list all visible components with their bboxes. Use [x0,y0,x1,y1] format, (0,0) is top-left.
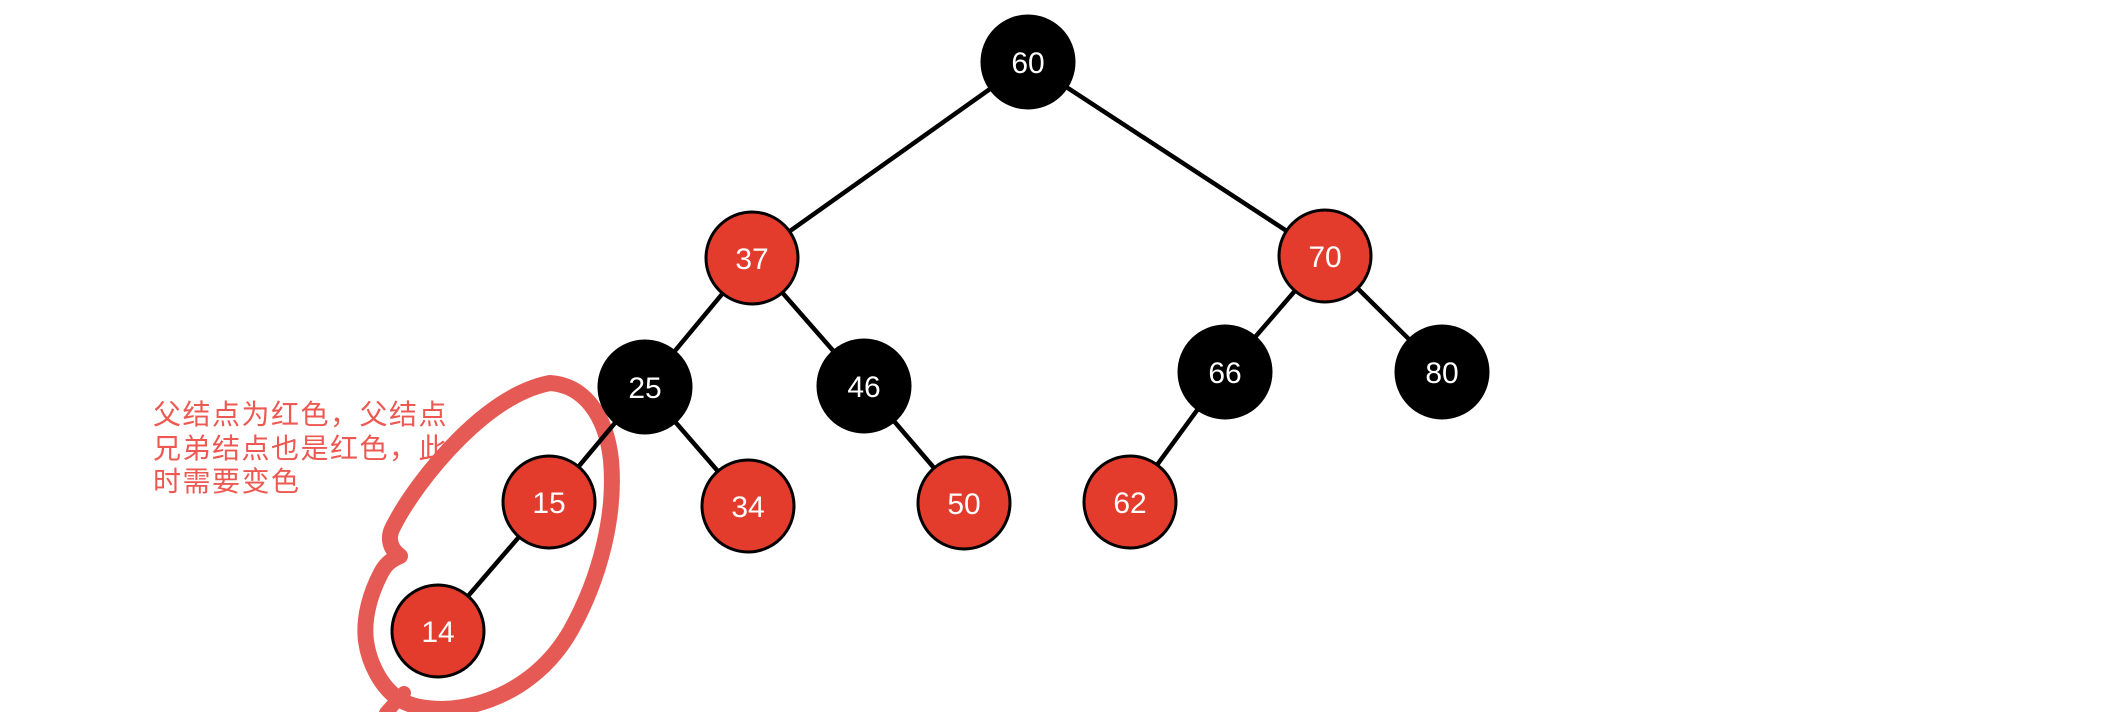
node-circle [916,455,1012,551]
tree-node-34: 34 [700,458,796,554]
node-value: 14 [421,616,454,649]
node-value: 34 [731,491,764,524]
tree-nodes: 60 37 70 25 46 66 [390,14,1490,679]
tree-edge-60-70 [1026,60,1327,258]
node-circle [704,210,800,306]
tree-edges [436,60,1444,633]
node-circle [1082,454,1178,550]
node-circle [390,583,486,679]
node-value: 66 [1208,357,1241,390]
tree-node-50: 50 [916,455,1012,551]
annotation-line-2: 兄弟结点也是红色，此 [153,433,448,464]
node-value: 70 [1308,241,1341,274]
highlight-loop-tail [379,686,411,712]
node-value: 25 [628,372,661,405]
node-circle [1277,208,1373,304]
node-circle [980,14,1076,110]
annotation-line-3: 时需要变色 [153,466,301,497]
node-circle [1394,324,1490,420]
tree-node-15: 15 [501,454,597,550]
tree-node-25: 25 [597,339,693,435]
node-value: 60 [1011,47,1044,80]
annotation-text: 父结点为红色，父结点 兄弟结点也是红色，此 时需要变色 [153,399,448,497]
annotation-line-1: 父结点为红色，父结点 [153,399,448,430]
node-value: 50 [947,488,980,521]
node-value: 46 [847,371,880,404]
node-value: 37 [735,243,768,276]
node-circle [1177,324,1273,420]
node-circle [816,338,912,434]
node-circle [700,458,796,554]
node-value: 80 [1425,357,1458,390]
tree-node-46: 46 [816,338,912,434]
tree-node-66: 66 [1177,324,1273,420]
tree-edge-60-37 [750,60,1030,260]
node-circle [597,339,693,435]
node-circle [501,454,597,550]
tree-node-80: 80 [1394,324,1490,420]
tree-node-60: 60 [980,14,1076,110]
tree-node-14: 14 [390,583,486,679]
highlight-loop-group [357,375,620,712]
tree-node-37: 37 [704,210,800,306]
node-value: 15 [532,487,565,520]
highlight-loop-annotation [357,375,620,712]
tree-node-62: 62 [1082,454,1178,550]
tree-node-70: 70 [1277,208,1373,304]
node-value: 62 [1113,487,1146,520]
